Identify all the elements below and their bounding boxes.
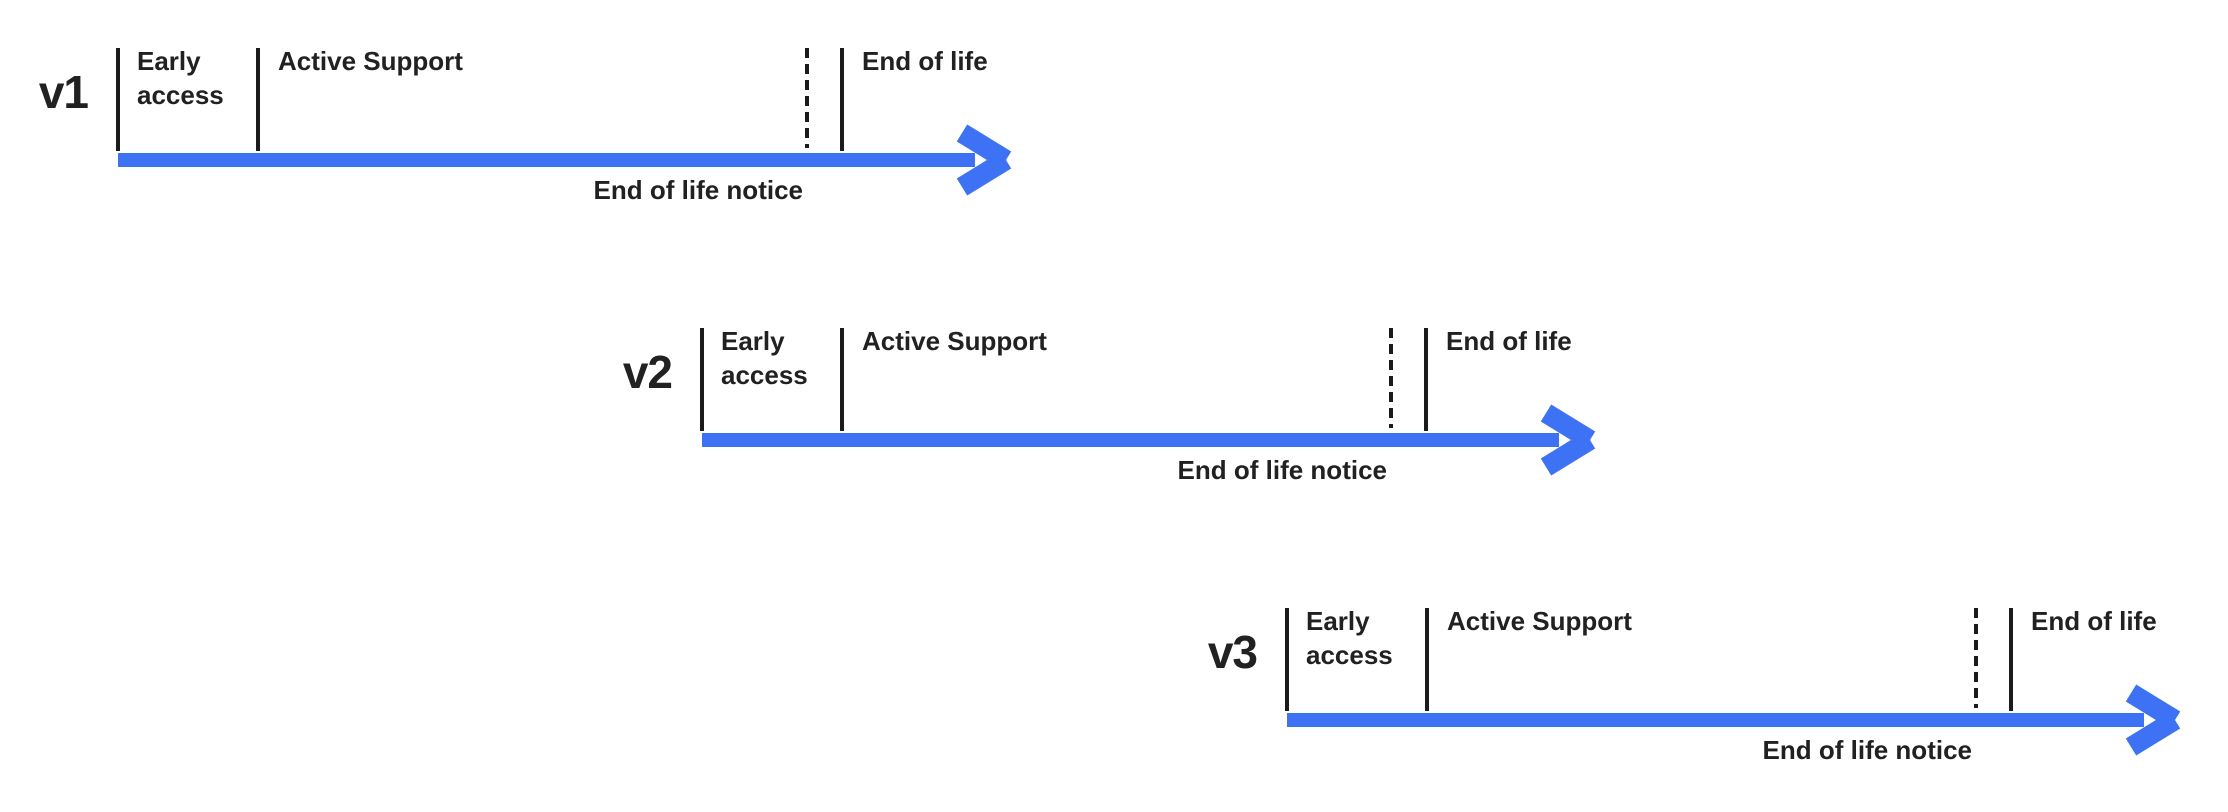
end-of-life-notice-label: End of life notice xyxy=(1762,735,1972,765)
early-access-line1: Early xyxy=(721,326,785,356)
early-access-line1: Early xyxy=(137,46,201,76)
end-of-life-label: End of life xyxy=(2031,606,2157,636)
timeline-v2: v2 Early access Active Support End of li… xyxy=(584,318,1629,503)
timeline-arrow-shaft xyxy=(118,153,975,167)
early-access-line2: access xyxy=(137,80,224,110)
active-support-label: Active Support xyxy=(278,46,463,76)
timeline-axis-v2 xyxy=(700,328,1596,476)
early-access-line2: access xyxy=(721,360,808,390)
early-access-line1: Early xyxy=(1306,606,1370,636)
early-access-line2: access xyxy=(1306,640,1393,670)
timeline-v3: v3 Early access Active Support End of li… xyxy=(1169,598,2214,783)
early-access-label: Early access xyxy=(721,324,808,392)
version-label-v2: v2 xyxy=(622,346,673,398)
timeline-v1: v1 Early access Active Support End of li… xyxy=(0,38,1045,223)
active-support-label: Active Support xyxy=(1447,606,1632,636)
end-of-life-notice-label: End of life notice xyxy=(593,175,803,205)
timeline-axis-v3 xyxy=(1285,608,2181,756)
timeline-arrow-head-bottom xyxy=(1540,431,1596,476)
version-label-v3: v3 xyxy=(1207,626,1258,678)
timeline-axis-v1 xyxy=(116,48,1012,196)
end-of-life-label: End of life xyxy=(862,46,988,76)
version-label-v1: v1 xyxy=(38,66,89,118)
end-of-life-notice-label: End of life notice xyxy=(1177,455,1387,485)
early-access-label: Early access xyxy=(137,44,224,112)
timeline-arrow-head-bottom xyxy=(956,151,1012,196)
timeline-arrow-head-bottom xyxy=(2125,711,2181,756)
timeline-arrow-shaft xyxy=(702,433,1559,447)
early-access-label: Early access xyxy=(1306,604,1393,672)
end-of-life-label: End of life xyxy=(1446,326,1572,356)
active-support-label: Active Support xyxy=(862,326,1047,356)
timeline-arrow-shaft xyxy=(1287,713,2144,727)
